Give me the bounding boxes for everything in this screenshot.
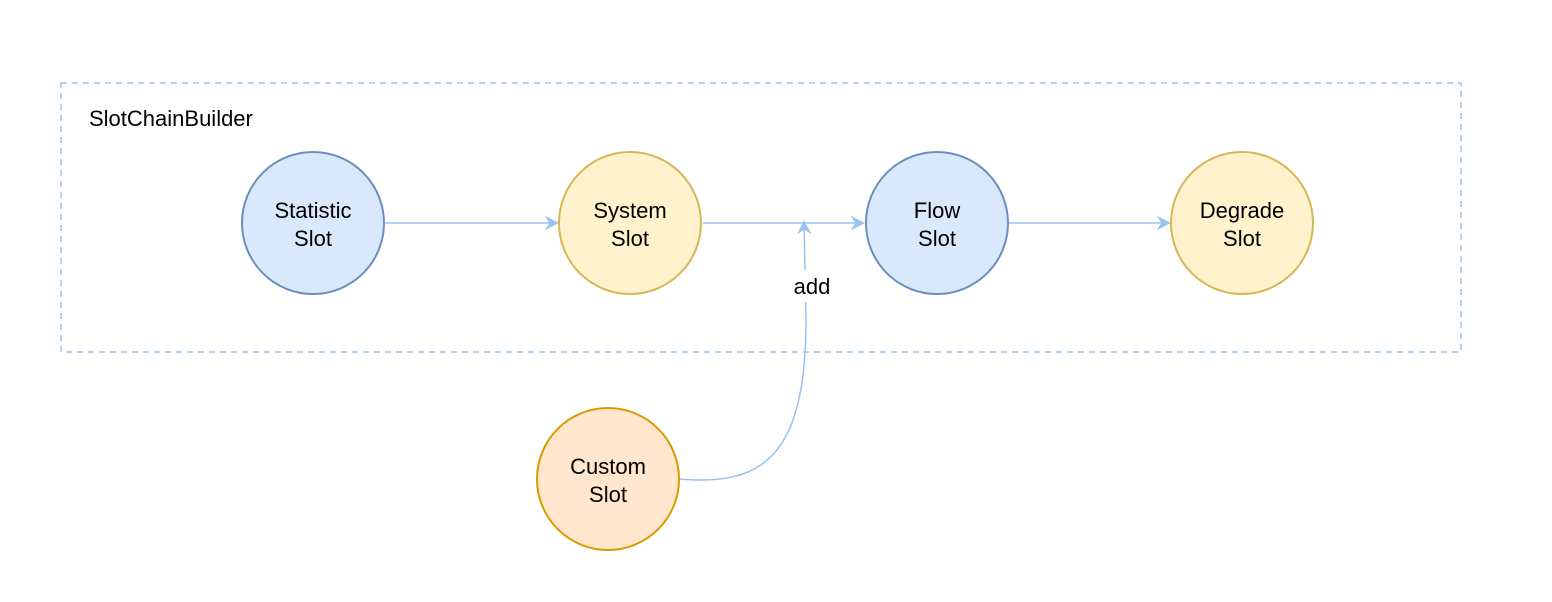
edge-custom-add[interactable] — [678, 222, 806, 481]
edge-label-add: add — [794, 274, 831, 299]
node-flow-label-line2: Slot — [918, 226, 956, 251]
node-custom-circle — [536, 407, 680, 551]
slot-chain-builder-label: SlotChainBuilder — [89, 106, 253, 131]
node-degrade-circle — [1170, 151, 1314, 295]
node-statistic-circle — [241, 151, 385, 295]
node-custom-label-line2: Slot — [589, 482, 627, 507]
node-system-label-line1: System — [593, 198, 666, 223]
node-statistic-label-line1: Statistic — [274, 198, 351, 223]
node-flow-slot[interactable]: Flow Slot — [865, 151, 1009, 295]
slot-chain-builder-group[interactable] — [60, 82, 1462, 353]
node-system-circle — [558, 151, 702, 295]
node-statistic-slot[interactable]: Statistic Slot — [241, 151, 385, 295]
node-flow-circle — [865, 151, 1009, 295]
node-custom-label-line1: Custom — [570, 454, 646, 479]
node-system-slot[interactable]: System Slot — [558, 151, 702, 295]
node-system-label-line2: Slot — [611, 226, 649, 251]
node-degrade-label-line1: Degrade — [1200, 198, 1284, 223]
node-degrade-slot[interactable]: Degrade Slot — [1170, 151, 1314, 295]
node-statistic-label-line2: Slot — [294, 226, 332, 251]
edge-label-background — [786, 270, 836, 302]
node-flow-label-line1: Flow — [914, 198, 961, 223]
node-custom-slot[interactable]: Custom Slot — [536, 407, 680, 551]
node-degrade-label-line2: Slot — [1223, 226, 1261, 251]
